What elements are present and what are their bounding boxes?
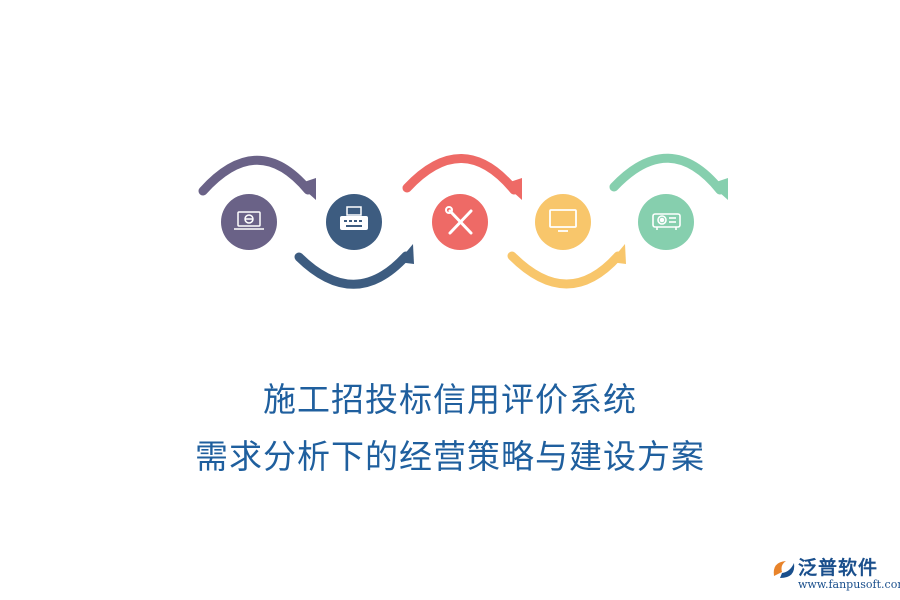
title-line-1: 施工招投标信用评价系统 bbox=[263, 380, 637, 419]
step-2 bbox=[326, 194, 382, 250]
flow-arrow-1 bbox=[198, 155, 316, 200]
step-3 bbox=[432, 194, 488, 250]
flow-arrow-5 bbox=[609, 153, 728, 200]
step-4 bbox=[535, 194, 591, 250]
flow-arrow-2 bbox=[294, 244, 414, 289]
brand-logo: 泛普软件 www.fanpusoft.com bbox=[768, 553, 900, 593]
typewriter-icon bbox=[340, 206, 368, 230]
step-5 bbox=[638, 194, 694, 250]
logo-mark-icon bbox=[773, 561, 795, 578]
flow-arrow-3 bbox=[402, 154, 522, 200]
wrench-screwdriver-icon bbox=[445, 206, 473, 235]
projector-icon bbox=[652, 213, 681, 230]
laptop-globe-icon bbox=[234, 211, 264, 230]
process-flow-diagram bbox=[198, 153, 728, 289]
title-line-2: 需求分析下的经营策略与建设方案 bbox=[195, 437, 705, 476]
logo-name: 泛普软件 bbox=[798, 557, 879, 579]
logo-url: www.fanpusoft.com bbox=[798, 578, 900, 591]
flow-arrow-4 bbox=[507, 244, 626, 289]
step-1 bbox=[221, 194, 277, 250]
monitor-icon bbox=[549, 209, 577, 232]
